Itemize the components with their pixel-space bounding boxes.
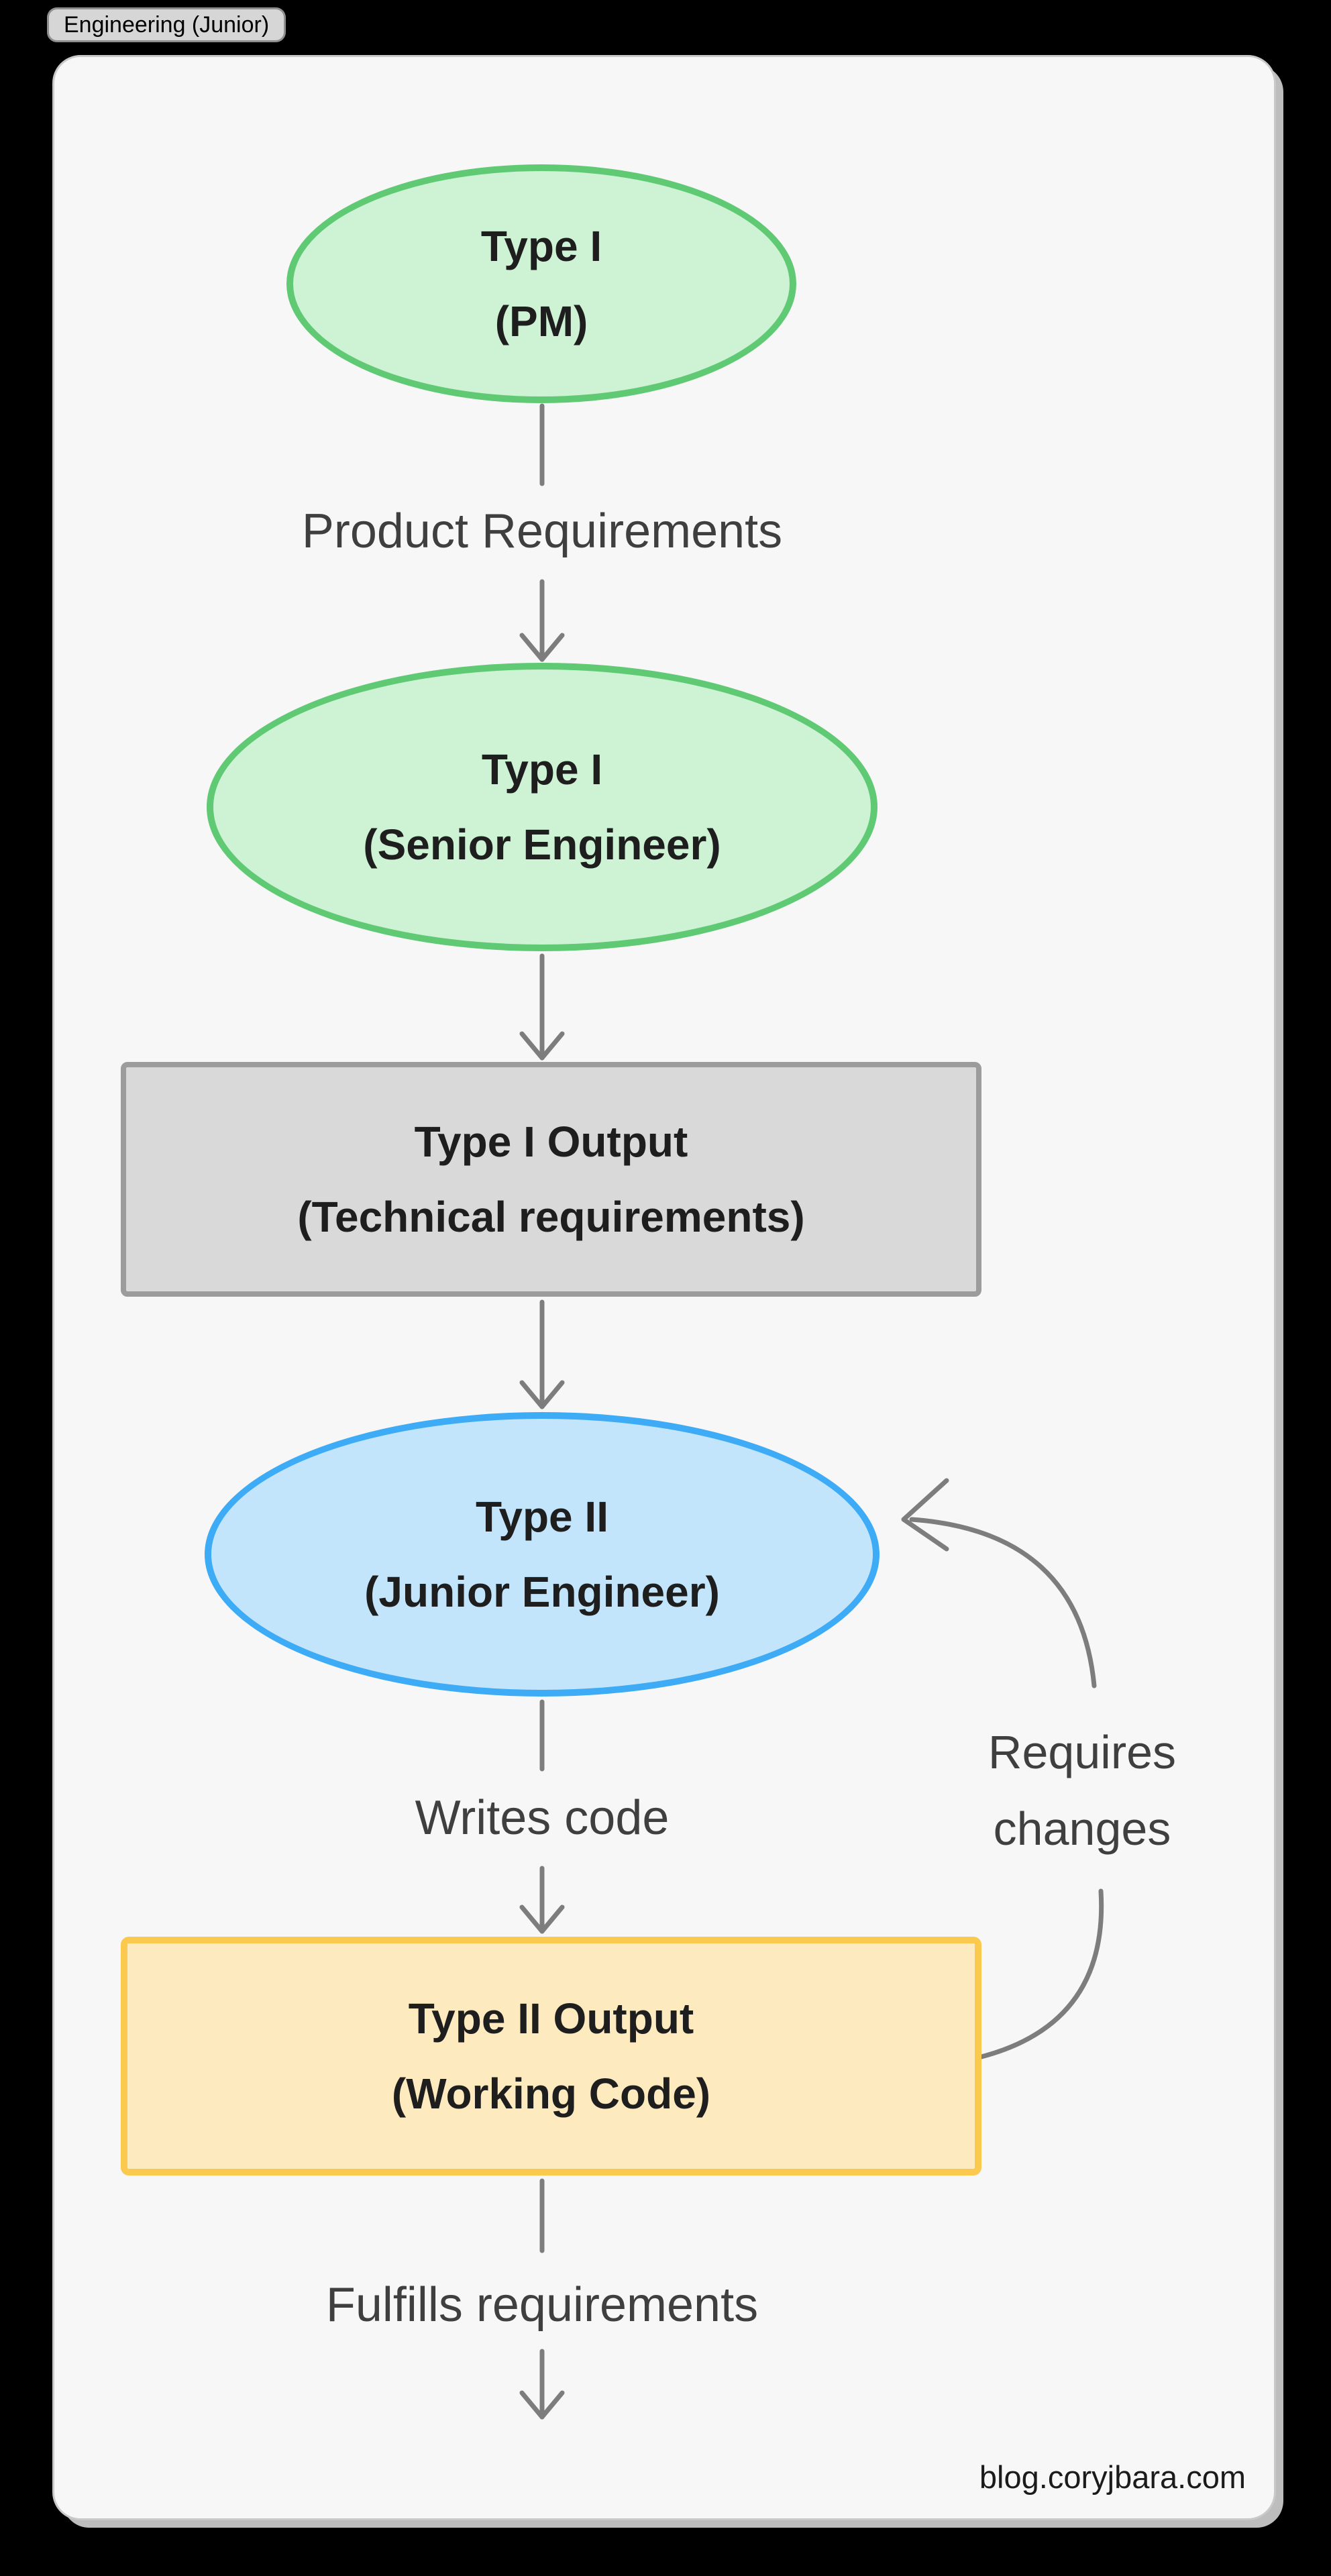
edge-label-requires-changes: Requires changes: [921, 1714, 1243, 1867]
node-type2-junior: Type II (Junior Engineer): [205, 1412, 880, 1697]
image-tag-label: Engineering (Junior): [64, 11, 270, 38]
edge-requires-changes-upper-curve: [909, 1517, 1097, 1688]
node-type1-output: Type I Output (Technical requirements): [121, 1062, 981, 1297]
node-type1-output-line2: (Technical requirements): [297, 1193, 805, 1241]
node-type2-junior-line1: Type II: [476, 1492, 608, 1541]
edge-label-product-requirements: Product Requirements: [301, 504, 783, 558]
node-type1-pm-line2: (PM): [494, 297, 588, 345]
node-type1-pm-line1: Type I: [480, 221, 602, 270]
node-type1-pm: Type I (PM): [286, 164, 796, 403]
edge-label-to-senior-arrowhead: [519, 633, 565, 662]
edge-requires-changes-arrowhead: [901, 1478, 949, 1552]
node-type2-junior-line2: (Junior Engineer): [364, 1568, 720, 1616]
edge-label-to-output2-arrowhead: [519, 1904, 565, 1934]
node-type2-output: Type II Output (Working Code): [121, 1937, 981, 2176]
image-tag-engineering-junior: Engineering (Junior): [47, 7, 286, 42]
edge-requires-changes-lower-curve: [973, 1888, 1104, 2061]
edge-senior-to-output-arrowhead: [519, 1031, 565, 1061]
watermark-blog-url: blog.coryjbara.com: [979, 2459, 1246, 2495]
edge-fulfills-out-arrowhead: [519, 2390, 565, 2420]
node-type1-senior: Type I (Senior Engineer): [207, 663, 877, 951]
node-type2-output-line2: (Working Code): [391, 2070, 711, 2118]
edge-label-fulfills-requirements: Fulfills requirements: [325, 2278, 759, 2332]
node-type1-output-line1: Type I Output: [414, 1117, 688, 1166]
edge-output-to-junior-arrowhead: [519, 1380, 565, 1409]
edge-label-requires-changes-line1: Requires: [988, 1726, 1177, 1778]
edge-label-requires-changes-line2: changes: [993, 1803, 1171, 1855]
edge-label-writes-code: Writes code: [415, 1791, 670, 1845]
node-type2-output-line1: Type II Output: [408, 1994, 694, 2043]
node-type1-senior-line1: Type I: [481, 745, 603, 794]
diagram-canvas: Type I (PM) Type I (Senior Engineer) Typ…: [52, 55, 1276, 2520]
node-type1-senior-line2: (Senior Engineer): [363, 820, 721, 869]
